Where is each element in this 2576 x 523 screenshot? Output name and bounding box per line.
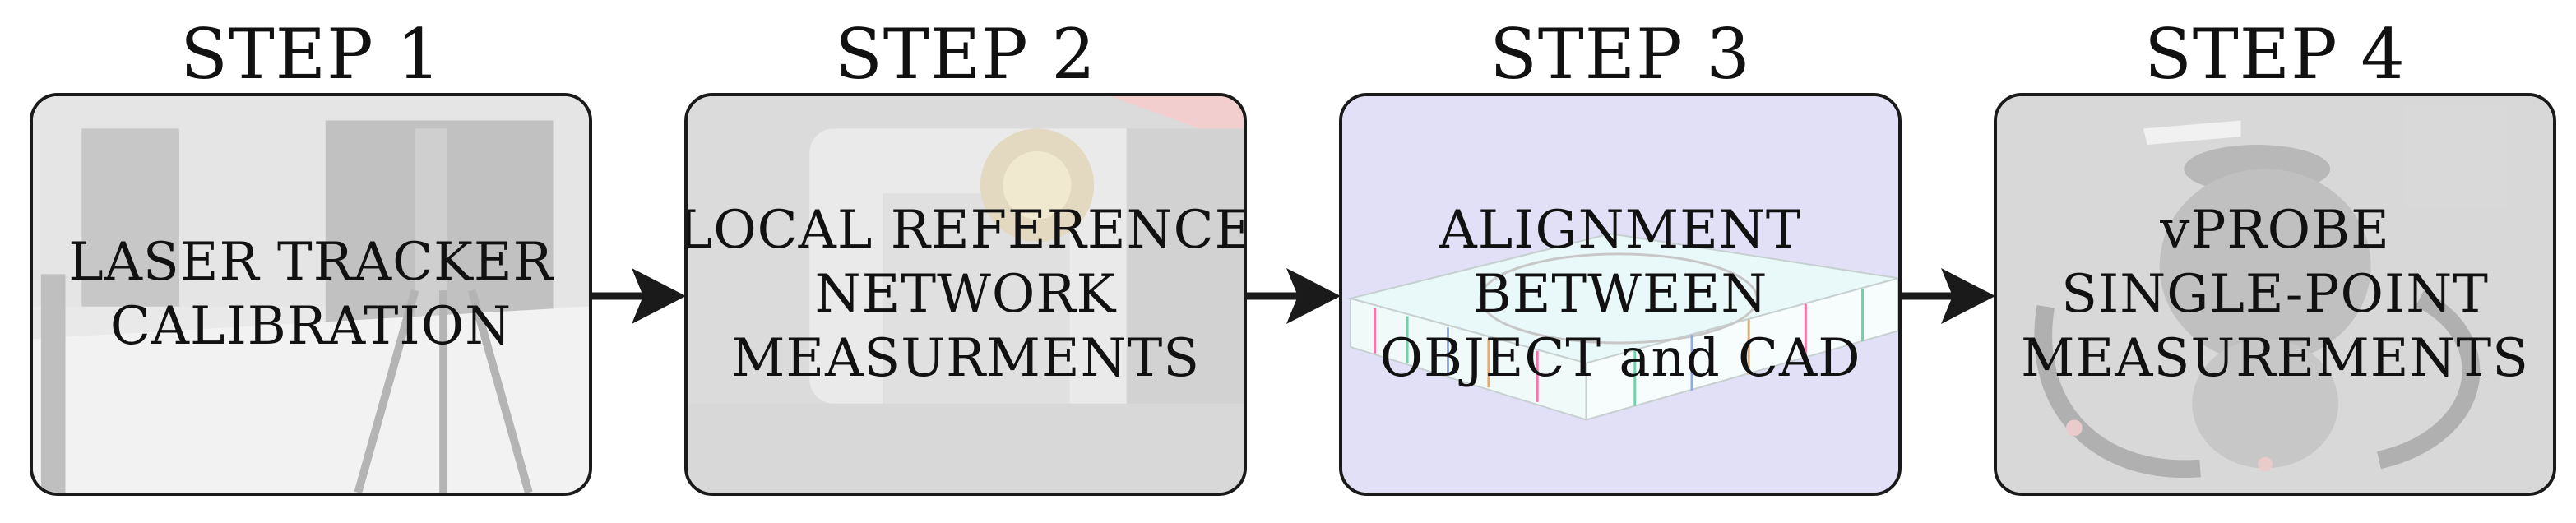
arrow-2-to-3 xyxy=(1244,268,1341,324)
step-3-line-1: ALIGNMENT xyxy=(1439,200,1802,261)
step-3-line-3: OBJECT and CAD xyxy=(1379,328,1861,389)
step-4-line-2: SINGLE-POINT xyxy=(2061,264,2489,325)
cad-model-image xyxy=(1342,96,1898,493)
step-2-panel: LOCAL REFERENCE NETWORK MEASURMENTS xyxy=(684,93,1247,496)
step-2: STEP 2 LOCAL REFERENCE NETWORK MEASURMEN… xyxy=(684,0,1247,523)
step-3: STEP 3 ALIGNMENT BETWEEN xyxy=(1339,0,1902,523)
step-3-panel: ALIGNMENT BETWEEN OBJECT and CAD xyxy=(1339,93,1902,496)
step-2-text: LOCAL REFERENCE NETWORK MEASURMENTS xyxy=(688,96,1244,493)
step-4-panel: vPROBE SINGLE-POINT MEASUREMENTS xyxy=(1994,93,2556,496)
step-2-line-3: MEASURMENTS xyxy=(730,328,1201,389)
vprobe-photo xyxy=(1997,96,2553,493)
step-1-text: LASER TRACKER CALIBRATION xyxy=(33,96,589,493)
step-2-line-2: NETWORK xyxy=(814,264,1117,325)
step-3-title: STEP 3 xyxy=(1490,14,1751,95)
step-1-line-1: LASER TRACKER xyxy=(68,232,554,293)
step-2-title: STEP 2 xyxy=(835,14,1096,95)
laser-tracker-photo xyxy=(33,96,589,493)
reference-target-photo xyxy=(688,96,1244,493)
step-1-title: STEP 1 xyxy=(180,14,442,95)
step-4-line-3: MEASUREMENTS xyxy=(2021,328,2529,389)
arrow-1-to-2 xyxy=(589,268,686,324)
step-4-title: STEP 4 xyxy=(2144,14,2406,95)
step-4: STEP 4 vPROBE SINGLE-POINT MEASUREMENTS xyxy=(1994,0,2556,523)
arrow-3-to-4 xyxy=(1898,268,1995,324)
step-3-line-2: BETWEEN xyxy=(1472,264,1768,325)
step-1: STEP 1 LASER TRACKER CALIBRATION xyxy=(30,0,592,523)
step-3-text: ALIGNMENT BETWEEN OBJECT and CAD xyxy=(1342,96,1898,493)
step-4-text: vPROBE SINGLE-POINT MEASUREMENTS xyxy=(1997,96,2553,493)
step-1-line-2: CALIBRATION xyxy=(109,296,512,357)
step-4-line-1: vPROBE xyxy=(2160,200,2390,261)
step-2-line-1: LOCAL REFERENCE xyxy=(684,200,1247,261)
step-1-panel: LASER TRACKER CALIBRATION xyxy=(30,93,592,496)
